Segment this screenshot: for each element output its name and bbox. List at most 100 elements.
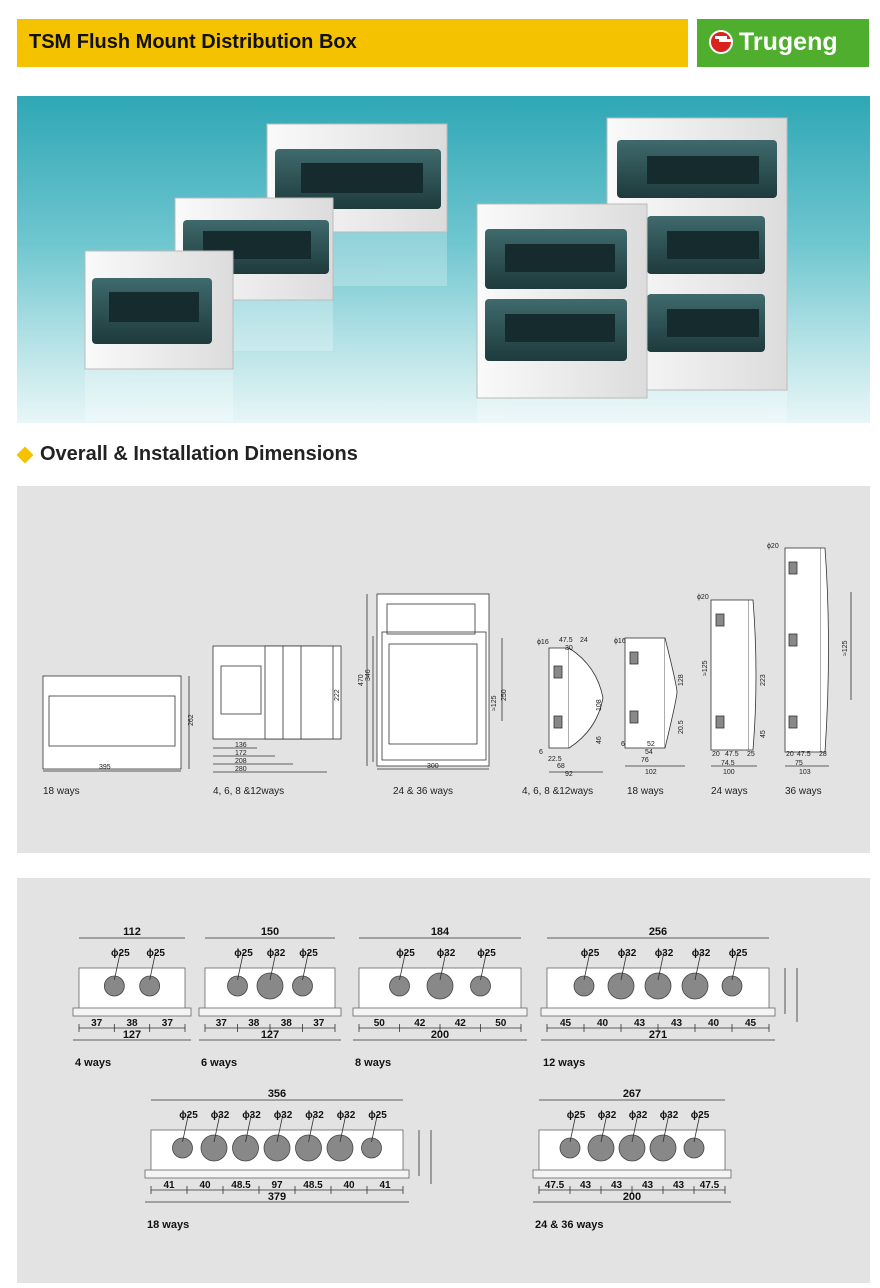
svg-text:76: 76: [641, 757, 649, 764]
segment-dim: 37: [162, 1018, 174, 1029]
caption-w4: 4 ways: [75, 1057, 111, 1069]
hole-label: ϕ25: [729, 948, 748, 959]
svg-text:ϕ16: ϕ16: [614, 638, 626, 645]
hole-label: ϕ25: [691, 1110, 710, 1121]
knockout-hole: [292, 975, 313, 997]
svg-text:28: 28: [819, 751, 827, 758]
total-dim: 127: [123, 1029, 141, 1041]
top-dim: 267: [623, 1088, 641, 1100]
overall-dimensions-panel: 395 262 18 ways 136 172 208 280 222 4, 6…: [17, 486, 870, 853]
total-dim: 379: [268, 1191, 286, 1203]
segment-dim: 43: [642, 1180, 654, 1191]
segment-dim: 48.5: [231, 1180, 251, 1191]
total-dim: 200: [431, 1029, 449, 1041]
knockout-hole: [587, 1134, 615, 1162]
segment-dim: 37: [91, 1018, 103, 1029]
top-dim: 256: [649, 926, 667, 938]
svg-text:300: 300: [427, 763, 439, 770]
svg-text:20: 20: [712, 751, 720, 758]
page-title: TSM Flush Mount Distribution Box: [29, 31, 357, 53]
segment-dim: 40: [708, 1018, 720, 1029]
svg-text:20.5: 20.5: [678, 720, 685, 734]
knockout-hole: [644, 972, 672, 1000]
knockout-hole: [103, 975, 125, 997]
segment-dim: 42: [455, 1018, 467, 1029]
caption-4: 4, 6, 8 &12ways: [213, 786, 284, 797]
segment-dim: 43: [634, 1018, 646, 1029]
svg-text:470: 470: [358, 674, 365, 686]
svg-text:≈125: ≈125: [702, 660, 709, 676]
svg-text:47.5: 47.5: [797, 751, 811, 758]
side-4-12-ways: ϕ16 47.5 24 30 108 46 6 22.5 68 92 4, 6,…: [522, 637, 604, 797]
segment-dim: 48.5: [303, 1180, 323, 1191]
knockout-hole: [200, 1134, 228, 1162]
hole-label: ϕ32: [274, 1110, 293, 1121]
top-dim: 356: [268, 1088, 286, 1100]
front-4-12-ways: 136 172 208 280 222 4, 6, 8 &12ways: [212, 645, 342, 797]
svg-text:280: 280: [235, 766, 247, 773]
side-18-ways: ϕ16 128 20.5 6 52 54 76 102 18 ways: [614, 637, 685, 797]
total-dim: 127: [261, 1029, 279, 1041]
hole-label: ϕ25: [396, 948, 415, 959]
svg-text:22.5: 22.5: [548, 756, 562, 763]
svg-text:47.5: 47.5: [559, 637, 573, 644]
caption-side4: 4, 6, 8 &12ways: [522, 786, 593, 797]
segment-dim: 40: [343, 1180, 355, 1191]
knockout-hole: [683, 1137, 705, 1159]
svg-text:54: 54: [645, 749, 653, 756]
svg-text:6: 6: [539, 749, 543, 756]
knockout-hole: [326, 1134, 354, 1162]
top-dim: 184: [431, 926, 450, 938]
svg-text:100: 100: [723, 769, 735, 776]
hole-label: ϕ32: [305, 1110, 324, 1121]
title-bar: TSM Flush Mount Distribution Box: [17, 19, 688, 67]
caption-18: 18 ways: [43, 786, 80, 797]
total-dim: 271: [649, 1029, 667, 1041]
svg-text:≈125: ≈125: [491, 695, 498, 711]
knockout-hole: [263, 1134, 291, 1162]
svg-text:172: 172: [235, 750, 247, 757]
caption-w8: 8 ways: [355, 1057, 391, 1069]
knockout-hole: [559, 1137, 581, 1159]
segment-dim: 45: [560, 1018, 572, 1029]
segment-dim: 45: [745, 1018, 757, 1029]
svg-text:102: 102: [645, 769, 657, 776]
svg-text:346: 346: [365, 669, 372, 681]
hole-label: ϕ32: [267, 948, 286, 959]
hole-label: ϕ32: [629, 1110, 648, 1121]
knockout-hole: [681, 972, 709, 1000]
segment-dim: 43: [671, 1018, 683, 1029]
dim-h: 262: [188, 714, 195, 726]
hole-label: ϕ32: [337, 1110, 356, 1121]
segment-dim: 50: [374, 1018, 386, 1029]
svg-text:ϕ16: ϕ16: [537, 639, 549, 646]
svg-text:68: 68: [557, 763, 565, 770]
knockout-hole: [618, 1134, 646, 1162]
hole-label: ϕ25: [111, 948, 130, 959]
segment-dim: 43: [673, 1180, 685, 1191]
segment-dim: 41: [379, 1180, 391, 1191]
segment-dim: 40: [199, 1180, 211, 1191]
brand-name: Trugeng: [739, 28, 838, 56]
svg-text:92: 92: [565, 771, 573, 778]
knockout-hole: [426, 972, 454, 1000]
box-flange: [144, 1169, 410, 1179]
knockout-hole: [232, 1134, 259, 1162]
svg-text:≈125: ≈125: [842, 640, 849, 656]
segment-dim: 41: [163, 1180, 175, 1191]
svg-text:74.5: 74.5: [721, 760, 735, 767]
svg-text:6: 6: [621, 741, 625, 748]
knockout-hole: [172, 1137, 193, 1159]
knockout-hole: [573, 975, 595, 997]
dim-w: 395: [99, 764, 111, 771]
segment-dim: 43: [611, 1180, 623, 1191]
front-18-ways: 395 262 18 ways: [42, 675, 195, 797]
hole-label: ϕ25: [299, 948, 318, 959]
box-flange: [72, 1007, 192, 1017]
